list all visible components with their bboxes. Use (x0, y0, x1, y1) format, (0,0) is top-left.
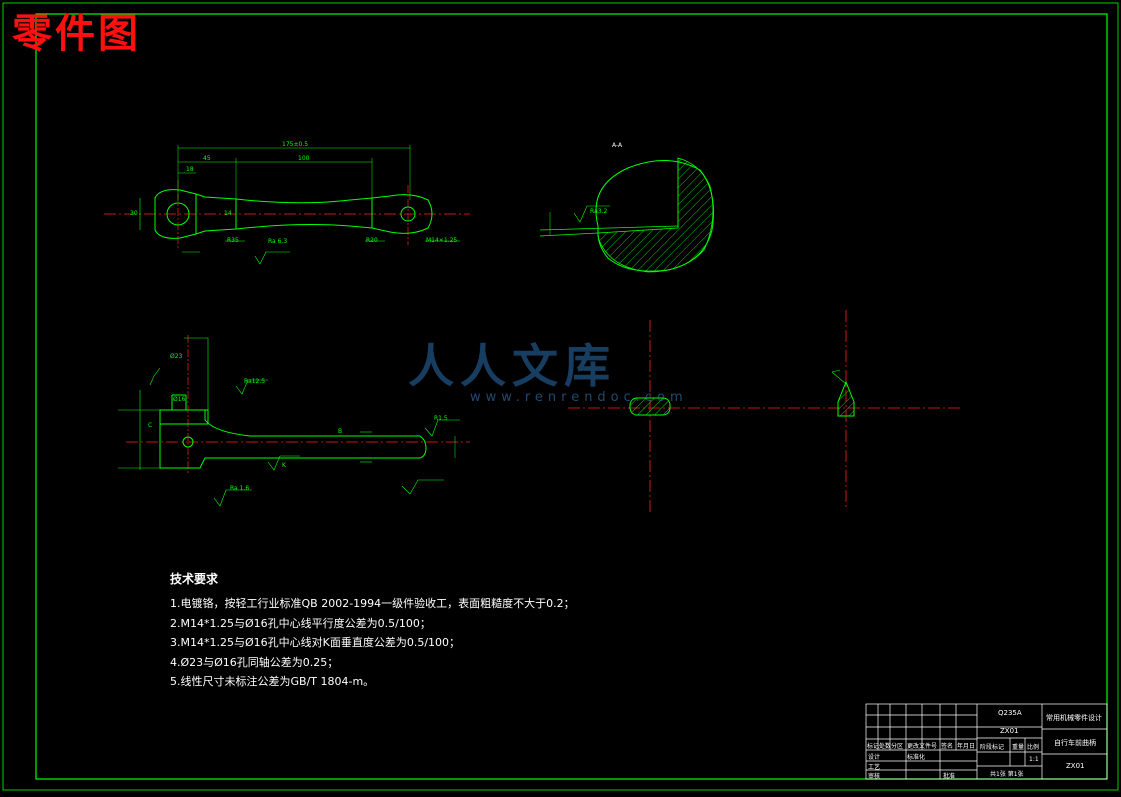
inner-border (35, 13, 1108, 780)
dim-b: B (338, 428, 343, 435)
tb-role-review: 审核 (868, 773, 881, 780)
dim-100: 100 (298, 155, 310, 162)
tb-row-label-5: 签名 (941, 743, 954, 750)
dim-m14: M14×1.25 (426, 237, 458, 244)
dim-overall: 175±0.5 (282, 141, 309, 148)
tb-role-standard: 标准化 (907, 754, 926, 761)
detail-sections (568, 310, 962, 515)
tb-row-label-2: 处数 (879, 743, 892, 750)
section-view (539, 157, 714, 273)
dim-ra32: Ra3.2 (590, 208, 608, 215)
drawing-type-stamp: 零件图 (12, 10, 141, 57)
tb-school: 常用机械零件设计 (1046, 714, 1102, 722)
tech-requirement-1: 1.电镀铬，按轻工行业标准QB 2002-1994一级件验收工，表面粗糙度不大于… (170, 597, 575, 610)
plan-view (104, 145, 470, 265)
tb-drawing-no: ZX01 (1000, 727, 1019, 735)
dim-18: 18 (186, 166, 194, 173)
dim-ra63: Ra 6.3 (268, 238, 288, 245)
tech-requirements-title: 技术要求 (170, 572, 219, 586)
tb-role-process: 工艺 (868, 764, 881, 771)
tb-sheet: 共1张 第1张 (990, 771, 1024, 778)
dim-d23: Ø23 (170, 353, 183, 360)
dim-r20: R20 (366, 237, 378, 244)
tech-requirement-4: 4.Ø23与Ø16孔同轴公差为0.25； (170, 655, 339, 669)
title-block-frame (865, 703, 1108, 780)
tb-code: ZX01 (1066, 762, 1085, 770)
tb-role-design: 设计 (868, 754, 881, 761)
dim-30: 30 (130, 210, 138, 217)
tech-requirement-2: 2.M14*1.25与Ø16孔中心线平行度公差为0.5/100； (170, 616, 431, 630)
watermark-text: 人人文库 (408, 339, 616, 393)
front-view (118, 335, 470, 507)
dim-45: 45 (203, 155, 211, 162)
dim-r35: R35 (227, 237, 239, 244)
tb-scale: 1:1 (1029, 756, 1039, 763)
dim-k: K (282, 462, 286, 469)
tb-row-label-6: 年月日 (957, 743, 976, 750)
tech-requirements: 技术要求 1.电镀铬，按轻工行业标准QB 2002-1994一级件验收工，表面粗… (170, 570, 575, 692)
tb-col-scale: 比例 (1027, 744, 1040, 751)
dim-d16: Ø16 (173, 396, 186, 403)
tb-material: Q235A (998, 709, 1022, 717)
tb-col-stage: 阶段标记 (980, 744, 1005, 751)
watermark: 人人文库 www.renrendoc.com (408, 330, 688, 405)
tb-row-label-3: 分区 (891, 743, 904, 750)
tech-requirement-5: 5.线性尺寸未标注公差为GB/T 1804-m。 (170, 675, 375, 688)
tech-requirement-3: 3.M14*1.25与Ø16孔中心线对K面垂直度公差为0.5/100； (170, 636, 461, 649)
dim-14: 14 (224, 210, 232, 217)
dim-c: C (148, 422, 153, 429)
dim-r15: R1.5 (434, 415, 448, 422)
dim-ra16: Ra 1.6 (230, 485, 250, 492)
dim-ra12: Ra12.5 (244, 378, 266, 385)
tb-drawing-name: 自行车前曲柄 (1054, 739, 1096, 747)
tb-row-label-4: 更改文件号 (907, 743, 938, 750)
tb-role-approve: 批准 (943, 773, 956, 780)
tb-col-weight: 重量 (1012, 744, 1025, 751)
dim-section: A-A (612, 142, 623, 149)
tb-row-label-1: 标记 (867, 743, 880, 750)
watermark-url: www.renrendoc.com (470, 390, 688, 405)
